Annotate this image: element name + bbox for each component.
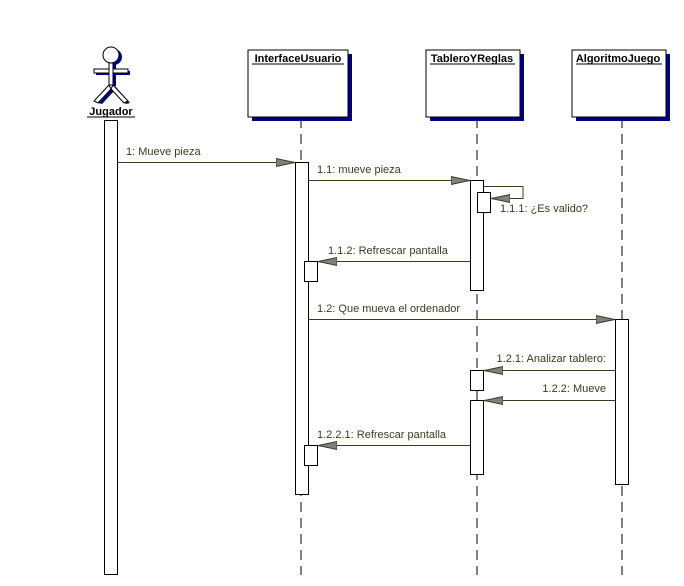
- message-1-2[interactable]: 1.2: Que mueva el ordenador: [309, 303, 615, 320]
- message-1-2-1[interactable]: 1.2.1: Analizar tablero:: [484, 353, 615, 371]
- activation-tablero-analyze: [470, 370, 484, 391]
- actor-jugador[interactable]: Jugador: [87, 46, 135, 118]
- message-label: 1: Mueve pieza: [126, 146, 201, 158]
- object-label: InterfaceUsuario: [255, 53, 342, 65]
- activation-interface-main: [295, 162, 309, 495]
- actor-stick-figure-icon: [93, 46, 130, 104]
- message-label: 1.1.1: ¿Es valido?: [500, 203, 588, 215]
- message-1-1-1[interactable]: 1.1.1: ¿Es valido?: [484, 186, 588, 216]
- message-1-1-2[interactable]: 1.1.2: Refrescar pantalla: [318, 245, 470, 262]
- messages: 1: Mueve pieza 1.1: mueve pieza 1.1.1: ¿…: [118, 146, 615, 446]
- activation-algoritmo: [615, 319, 629, 485]
- actor-label: Jugador: [89, 106, 133, 118]
- object-label: TableroYReglas: [431, 53, 513, 65]
- message-label: 1.2.1: Analizar tablero:: [497, 353, 606, 365]
- message-label: 1.2: Que mueva el ordenador: [317, 303, 460, 315]
- activation-tablero-mueve: [470, 400, 484, 475]
- object-algoritmo-juego[interactable]: AlgoritmoJuego: [571, 49, 670, 121]
- message-label: 1.1: mueve pieza: [317, 164, 402, 176]
- activation-jugador: [104, 120, 118, 575]
- lifelines: [300, 118, 623, 575]
- message-label: 1.1.2: Refrescar pantalla: [328, 245, 449, 257]
- message-label: 1.2.2.1: Refrescar pantalla: [317, 429, 447, 441]
- message-1-1[interactable]: 1.1: mueve pieza: [309, 164, 470, 181]
- object-tablero-y-reglas[interactable]: TableroYReglas: [425, 49, 524, 121]
- activation-interface-refresh-2: [304, 445, 318, 466]
- object-interface-usuario[interactable]: InterfaceUsuario: [247, 49, 352, 121]
- message-1-2-2[interactable]: 1.2.2: Mueve: [484, 383, 615, 401]
- activation-interface-refresh-1: [304, 261, 318, 282]
- message-1-2-2-1[interactable]: 1.2.2.1: Refrescar pantalla: [317, 429, 470, 446]
- activation-tablero-validate: [477, 192, 491, 213]
- message-label: 1.2.2: Mueve: [542, 383, 606, 395]
- message-1[interactable]: 1: Mueve pieza: [118, 146, 295, 163]
- activations: [104, 120, 629, 575]
- object-label: AlgoritmoJuego: [576, 53, 661, 65]
